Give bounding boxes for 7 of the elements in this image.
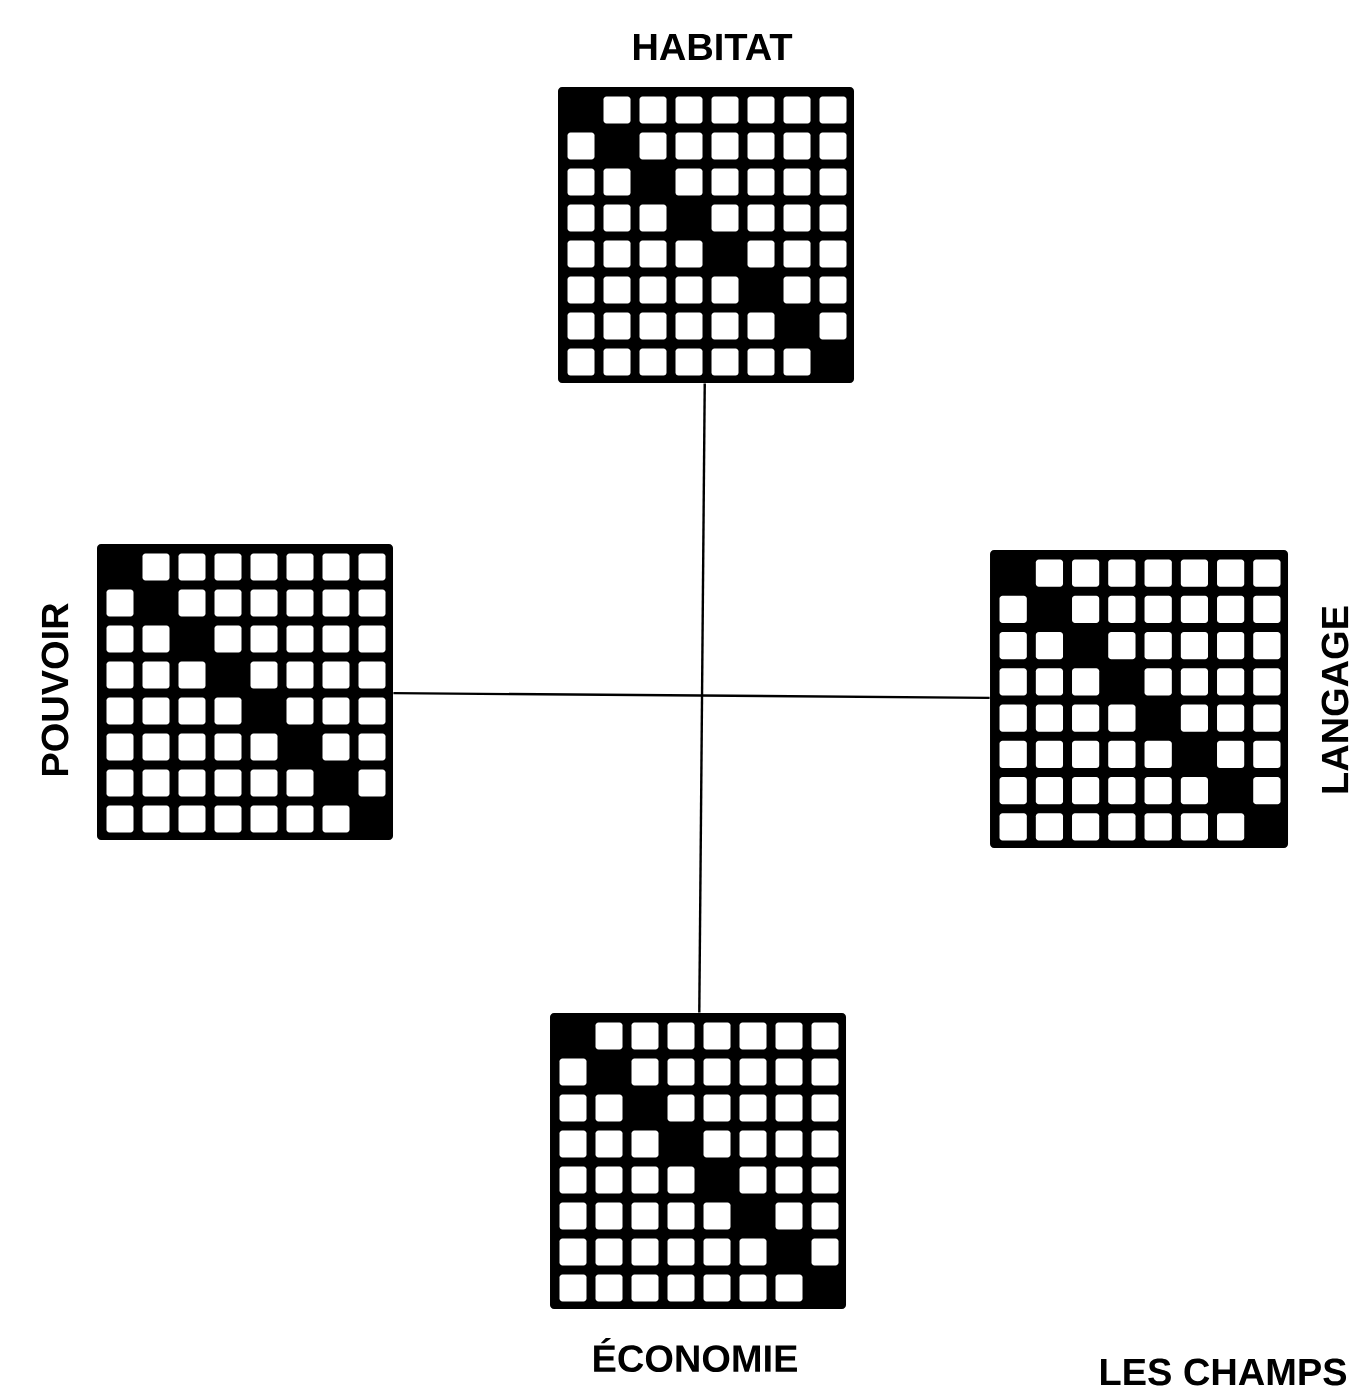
node-label: ÉCONOMIE	[594, 1338, 797, 1373]
node-label: LANGAGE	[1321, 606, 1349, 793]
node-label: HABITAT	[634, 33, 793, 61]
node-label: POUVOIR	[41, 603, 69, 776]
caption-text: LES CHAMPS	[1101, 1358, 1347, 1386]
connector-line	[698, 383, 706, 1013]
connector-line	[393, 691, 990, 700]
